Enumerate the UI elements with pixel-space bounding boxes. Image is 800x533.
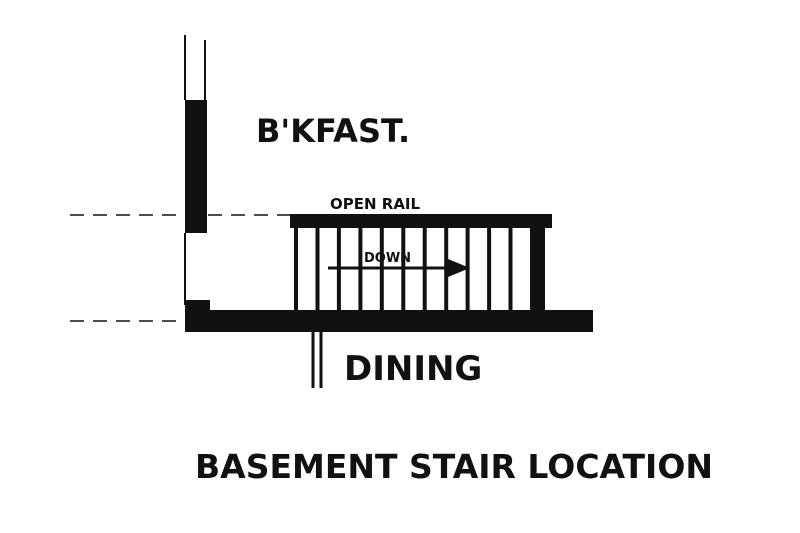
open-rail [290, 214, 552, 228]
stair-tread [508, 228, 513, 312]
down-label: DOWN [364, 251, 411, 266]
stair-tread [315, 228, 320, 312]
dining-door-jamb [311, 332, 323, 388]
floor-wall-line [185, 310, 593, 332]
stair-tread [444, 228, 449, 312]
stair-tread [358, 228, 363, 312]
stair-tread [530, 228, 534, 312]
stair-treads [294, 228, 534, 312]
left-wall [184, 35, 210, 330]
stair-tread [379, 228, 384, 312]
stair-tread [336, 228, 341, 312]
stair-tread [422, 228, 427, 312]
open-rail-label: OPEN RAIL [330, 195, 421, 213]
stair-tread [401, 228, 406, 312]
stair-tread [465, 228, 470, 312]
breakfast-label: B'KFAST. [256, 112, 410, 150]
stair-end-post [533, 214, 545, 314]
stair-tread [487, 228, 492, 312]
caption-label: BASEMENT STAIR LOCATION [195, 447, 713, 486]
down-arrow [328, 259, 470, 277]
dining-label: DINING [344, 349, 482, 389]
stair-tread [294, 228, 298, 312]
